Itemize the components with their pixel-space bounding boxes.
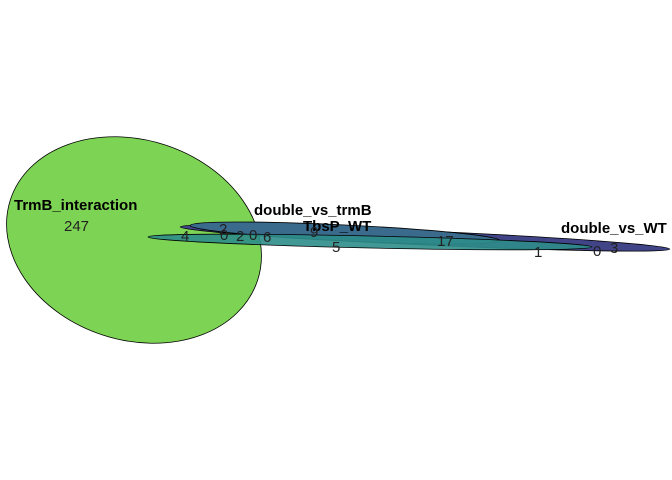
count-0a: 0 (220, 227, 228, 244)
label-tbsp-wt: TbsP_WT (303, 218, 371, 235)
label-double-vs-wt: double_vs_WT (561, 220, 667, 237)
count-9: 9 (310, 224, 318, 241)
count-3: 3 (610, 240, 618, 257)
count-trmb-only: 247 (64, 218, 89, 235)
label-double-vs-trmb: double_vs_trmB (254, 202, 372, 219)
count-0b: 0 (249, 227, 257, 244)
count-1: 1 (534, 244, 542, 261)
count-0c: 0 (593, 243, 601, 260)
count-4: 4 (181, 228, 189, 245)
count-2a: 2 (219, 221, 227, 238)
label-trmb-interaction: TrmB_interaction (14, 197, 137, 214)
count-2b: 2 (236, 228, 244, 245)
count-5: 5 (332, 239, 340, 256)
count-6: 6 (263, 229, 271, 246)
set-trmb-interaction (6, 136, 262, 344)
count-17: 17 (437, 233, 454, 250)
set-tbsp-wt (147, 233, 593, 251)
